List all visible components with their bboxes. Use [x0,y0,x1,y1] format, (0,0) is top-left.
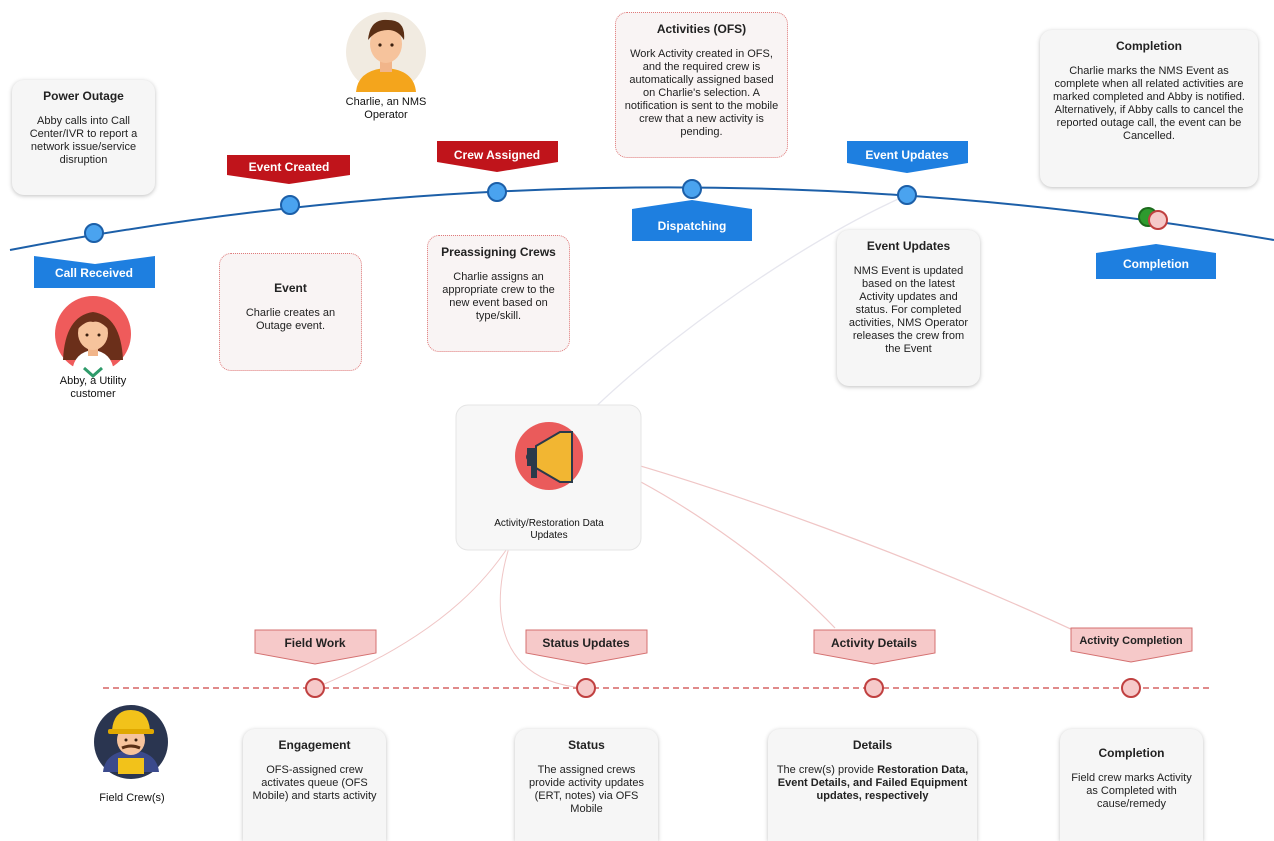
card-activities-ofs: Activities (OFS) Work Activity created i… [615,12,788,158]
card-completion-bottom-title: Completion [1098,746,1165,760]
card-completion-bottom-body: Field crew marks Activity as Completed w… [1071,772,1192,810]
banner-event-created: Event Created [227,155,350,184]
card-details-body-bold: Restoration Data, Event Details, and Fai… [777,764,969,802]
node-status-updates [576,678,596,698]
banner-activity-details-label: Activity Details [831,636,917,650]
node-event-updates [897,185,917,205]
card-details-title: Details [852,738,893,752]
card-event-updates-title: Event Updates [866,239,951,253]
banner-call-received-label: Call Received [55,266,133,280]
card-preassigning-crews-title: Preassigning Crews [441,245,556,259]
node-call-received [84,223,104,243]
card-completion-bottom: Completion Field crew marks Activity as … [1060,729,1203,841]
banner-activity-completion: Activity Completion [1070,627,1193,663]
card-status-title: Status [568,738,605,752]
banner-completion: Completion [1096,244,1216,279]
card-details: Details The crew(s) provide Restoration … [768,729,977,841]
banner-status-updates-label: Status Updates [542,636,630,650]
card-completion-top: Completion Charlie marks the NMS Event a… [1040,30,1258,187]
banner-activity-completion-label: Activity Completion [1079,635,1183,647]
card-power-outage-body: Abby calls into Call Center/IVR to repor… [29,115,138,166]
card-activities-ofs-title: Activities (OFS) [656,22,747,36]
center-label: Activity/Restoration Data Updates [494,518,604,541]
banner-crew-assigned: Crew Assigned [437,141,558,172]
banner-crew-assigned-label: Crew Assigned [454,148,540,162]
banner-call-received: Call Received [34,256,155,288]
bottom-nodes [305,678,1141,698]
card-preassigning-crews: Preassigning Crews Charlie assigns an ap… [427,235,570,352]
card-completion-top-title: Completion [1116,39,1182,53]
node-completion-pink [1148,210,1168,230]
banner-field-work-label: Field Work [284,636,345,650]
connector-activity-completion [589,451,1116,651]
card-completion-top-body: Charlie marks the NMS Event as complete … [1052,65,1245,142]
card-event-body: Charlie creates an Outage event. [245,307,336,332]
card-preassigning-crews-body: Charlie assigns an appropriate crew to t… [442,271,555,322]
banner-event-updates: Event Updates [847,141,968,173]
node-dispatching [682,179,702,199]
card-details-body-prefix: The crew(s) provide [776,764,878,776]
card-power-outage: Power Outage Abby calls into Call Center… [12,80,155,195]
card-status: Status The assigned crews provide activi… [515,729,658,841]
card-event-updates: Event Updates NMS Event is updated based… [837,230,980,386]
card-event: Event Charlie creates an Outage event. [219,253,362,371]
card-engagement-body: OFS-assigned crew activates queue (OFS M… [252,764,377,802]
node-activity-details [864,678,884,698]
charlie-label: Charlie, an NMS Operator [345,96,427,121]
card-engagement: Engagement OFS-assigned crew activates q… [243,729,386,841]
top-timeline-arc [9,186,1274,251]
top-nodes [84,179,1168,243]
charlie-avatar [346,12,426,92]
banner-field-work: Field Work [254,629,377,665]
banner-dispatching-label: Dispatching [658,219,727,233]
banner-event-updates-label: Event Updates [865,148,949,162]
node-field-work [305,678,325,698]
abby-avatar [55,296,131,379]
card-power-outage-title: Power Outage [43,89,124,103]
abby-label: Abby, a Utility customer [59,375,127,400]
card-engagement-title: Engagement [278,738,351,752]
node-event-created [280,195,300,215]
card-event-title: Event [274,281,307,295]
field-crew-label: Field Crew(s) [99,792,165,804]
card-event-updates-body: NMS Event is updated based on the latest… [848,265,969,355]
card-details-body: The crew(s) provide Restoration Data, Ev… [776,764,969,803]
banner-completion-label: Completion [1123,257,1189,271]
banner-status-updates: Status Updates [525,629,648,665]
field-crew-avatar [94,705,168,779]
banner-activity-details: Activity Details [813,629,936,665]
node-crew-assigned [487,182,507,202]
megaphone-icon [515,422,583,490]
node-activity-completion [1121,678,1141,698]
banner-dispatching: Dispatching [632,200,752,241]
card-status-body: The assigned crews provide activity upda… [529,764,644,815]
banner-event-created-label: Event Created [249,160,330,174]
card-activities-ofs-body: Work Activity created in OFS, and the re… [624,48,779,138]
